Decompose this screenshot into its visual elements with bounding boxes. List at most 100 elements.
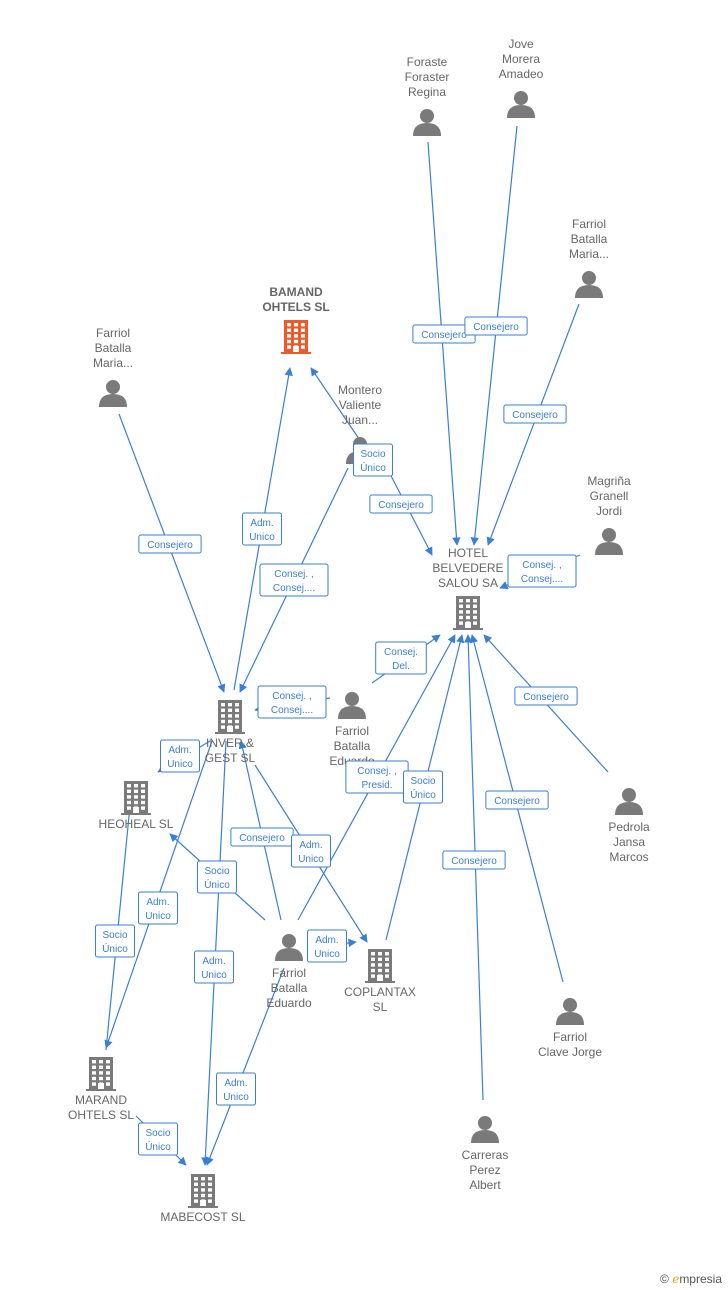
node-label-line: BELVEDERE	[432, 561, 503, 575]
node-label-line: Marcos	[609, 850, 648, 864]
edge-label-text: Consejero	[239, 833, 285, 844]
edge-label[interactable]: Adm.Unico	[194, 950, 234, 984]
person-icon	[615, 788, 643, 815]
node-label-line: Amadeo	[499, 67, 544, 81]
edge-label-line: Unico	[298, 854, 324, 865]
edge-label-text: Consej. ,Consej....	[271, 691, 313, 716]
person-icon	[556, 998, 584, 1025]
edge-label[interactable]: Adm.Unico	[160, 739, 200, 773]
edge-label[interactable]: Consej. ,Consej....	[257, 685, 327, 719]
node-label-line: OHTELS SL	[68, 1108, 134, 1122]
edge-label-line: Adm.	[202, 956, 225, 967]
edge-label[interactable]: Consej.Del.	[375, 641, 427, 675]
edge-label[interactable]: Consejero	[369, 494, 433, 514]
brand-name: mpresia	[679, 1272, 722, 1286]
node-label-line: HEOHEAL SL	[99, 817, 174, 831]
edge-label-text: Consejero	[494, 796, 540, 807]
brand-initial: e	[672, 1272, 680, 1286]
building-icon	[121, 781, 151, 815]
node-label-line: Maria...	[569, 247, 609, 261]
edge-label-line: Socio	[360, 449, 385, 460]
edge-label[interactable]: Consejero	[503, 404, 567, 424]
edge-label-line: Consejero	[473, 322, 519, 333]
node-label-line: Foraster	[405, 70, 450, 84]
edge-label-line: Consejero	[451, 856, 497, 867]
edge-label-line: Único	[360, 461, 386, 474]
edge-label-line: Consej. ,	[274, 569, 313, 580]
node-label-line: Farriol	[572, 217, 606, 231]
node-label-line: Clave Jorge	[538, 1045, 602, 1059]
person-icon	[575, 271, 603, 298]
node-label-line: Farriol	[272, 966, 306, 980]
person-icon	[507, 91, 535, 118]
copyright-symbol: ©	[660, 1272, 669, 1286]
edge-label-text: Adm.Unico	[167, 745, 193, 770]
edge-label-line: Consejero	[494, 796, 540, 807]
node-label-line: Farriol	[335, 724, 369, 738]
edge-label[interactable]: Consej. ,Consej....	[259, 563, 329, 597]
person-icon	[595, 528, 623, 555]
edge-label[interactable]: Adm.Unico	[242, 512, 282, 546]
edge-label[interactable]: Consej. ,Consej....	[507, 554, 577, 588]
edge-label[interactable]: Adm.Unico	[138, 891, 178, 925]
node-label-line: Granell	[590, 489, 629, 503]
edge-label-line: Consejero	[421, 330, 467, 341]
edge-farriol_mr-to-hotel	[486, 303, 580, 546]
node-label-line: Batalla	[571, 232, 608, 246]
edge-label[interactable]: Adm.Unico	[291, 834, 331, 868]
edge-label-line: Único	[410, 788, 436, 801]
edge-label-text: Adm.Unico	[298, 840, 324, 865]
building-icon	[86, 1057, 116, 1091]
edge-label[interactable]: Consejero	[485, 790, 549, 810]
edge-label-text: Consej. ,Presid.	[357, 766, 396, 791]
node-label: MABECOST SL	[160, 1210, 245, 1224]
edge-label[interactable]: Consejero	[230, 827, 294, 847]
edge-label-text: Consej.Del.	[384, 647, 418, 672]
edge-label[interactable]: Consej. ,Presid.	[345, 760, 409, 794]
edge-label-line: Presid.	[361, 780, 392, 791]
edge-label[interactable]: Consejero	[138, 534, 202, 554]
edge-label-line: Consej....	[521, 574, 563, 585]
node-mabecost[interactable]: MABECOST SL	[160, 1174, 246, 1224]
edge-label-line: Consej. ,	[272, 691, 311, 702]
edge-label[interactable]: Adm.Unico	[307, 929, 347, 963]
node-label-line: Maria...	[93, 356, 133, 370]
edge-label-text: Consejero	[147, 540, 193, 551]
edge-label-text: Consejero	[473, 322, 519, 333]
edge-label[interactable]: Consejero	[514, 686, 578, 706]
node-heoheal[interactable]: HEOHEAL SL	[99, 781, 174, 831]
brand-watermark: © empresia	[660, 1272, 722, 1286]
edge-label[interactable]: Consejero	[442, 850, 506, 870]
edge-label-line: Consejero	[512, 410, 558, 421]
building-icon	[188, 1174, 218, 1208]
edge-label[interactable]: Consejero	[464, 316, 528, 336]
edge-label[interactable]: Adm.Unico	[216, 1072, 256, 1106]
node-inver[interactable]: INVER &GEST SL	[205, 700, 256, 765]
edge-label-line: Del.	[392, 661, 410, 672]
node-label-line: Jansa	[613, 835, 645, 849]
